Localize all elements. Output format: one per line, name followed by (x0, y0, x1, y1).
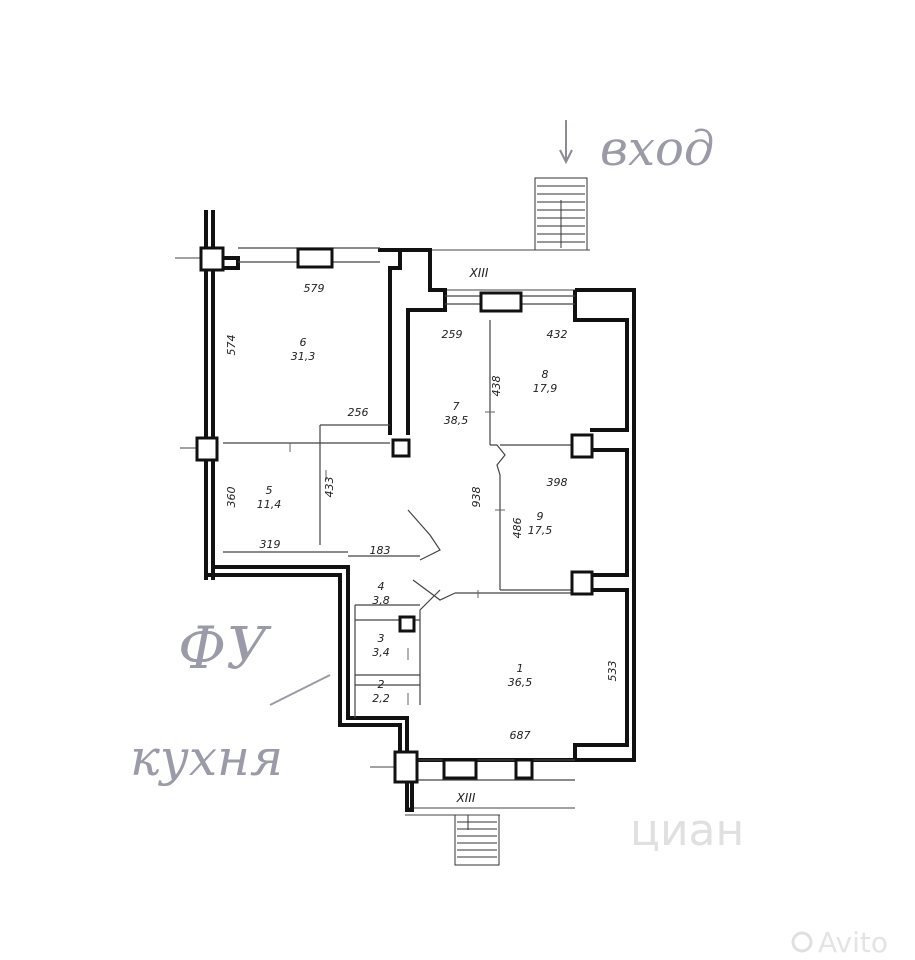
handwritten-note-kitchen: кухня (130, 729, 283, 787)
room-5-number: 5 (266, 484, 273, 497)
dimension-ticks (289, 411, 505, 705)
entrance-note: вход (600, 121, 714, 177)
room-5-area: 11,4 (257, 498, 282, 511)
room-2-area: 2,2 (372, 692, 390, 705)
dim-486: 486 (511, 518, 524, 539)
handwritten-stroke (269, 674, 331, 706)
room-labels: 6 31,3 7 38,5 8 17,9 5 11,4 9 17,5 4 3,8… (257, 336, 558, 705)
handwritten-note-fu: ФУ (178, 614, 272, 682)
axis-label-bottom: XIII (456, 791, 476, 805)
room-7-number: 7 (453, 400, 460, 413)
room-7-area: 38,5 (444, 414, 469, 427)
handwritten-notes: вход ФУ кухня (130, 120, 714, 787)
room-2-number: 2 (378, 678, 385, 691)
room-9-number: 9 (537, 510, 544, 523)
watermark-cian: циан (630, 805, 744, 856)
room-9-area: 17,5 (528, 524, 553, 537)
dimension-labels: 579 574 259 432 438 256 433 360 938 398 … (225, 282, 619, 742)
dim-533: 533 (606, 661, 619, 682)
dim-360: 360 (225, 487, 238, 508)
room-1-number: 1 (517, 662, 524, 675)
room-4-number: 4 (378, 580, 385, 593)
dim-319: 319 (260, 538, 281, 551)
entrance-stairs-top (534, 177, 588, 251)
room-3-number: 3 (378, 632, 385, 645)
dim-256: 256 (348, 406, 369, 419)
room-6-area: 31,3 (291, 350, 316, 363)
watermark-avito: Avito (791, 926, 888, 959)
dim-579: 579 (304, 282, 325, 295)
dim-574: 574 (225, 335, 238, 356)
dim-938: 938 (470, 487, 483, 508)
columns (195, 246, 594, 784)
room-1-area: 36,5 (508, 676, 533, 689)
room-4-area: 3,8 (372, 594, 390, 607)
dim-398: 398 (547, 476, 568, 489)
dim-433: 433 (323, 477, 336, 498)
room-8-area: 17,9 (533, 382, 558, 395)
room-8-number: 8 (542, 368, 549, 381)
axis-label-top: XIII (469, 266, 489, 280)
dim-259: 259 (442, 328, 463, 341)
dim-183: 183 (370, 544, 391, 557)
dim-438: 438 (490, 376, 503, 397)
dim-687: 687 (510, 729, 531, 742)
avito-logo-icon (791, 931, 813, 953)
dim-432: 432 (547, 328, 568, 341)
entrance-arrow-icon (559, 120, 573, 165)
room-6-number: 6 (300, 336, 307, 349)
entrance-stairs-bottom (454, 814, 500, 866)
watermark-avito-text: Avito (818, 926, 888, 959)
room-3-area: 3,4 (372, 646, 390, 659)
